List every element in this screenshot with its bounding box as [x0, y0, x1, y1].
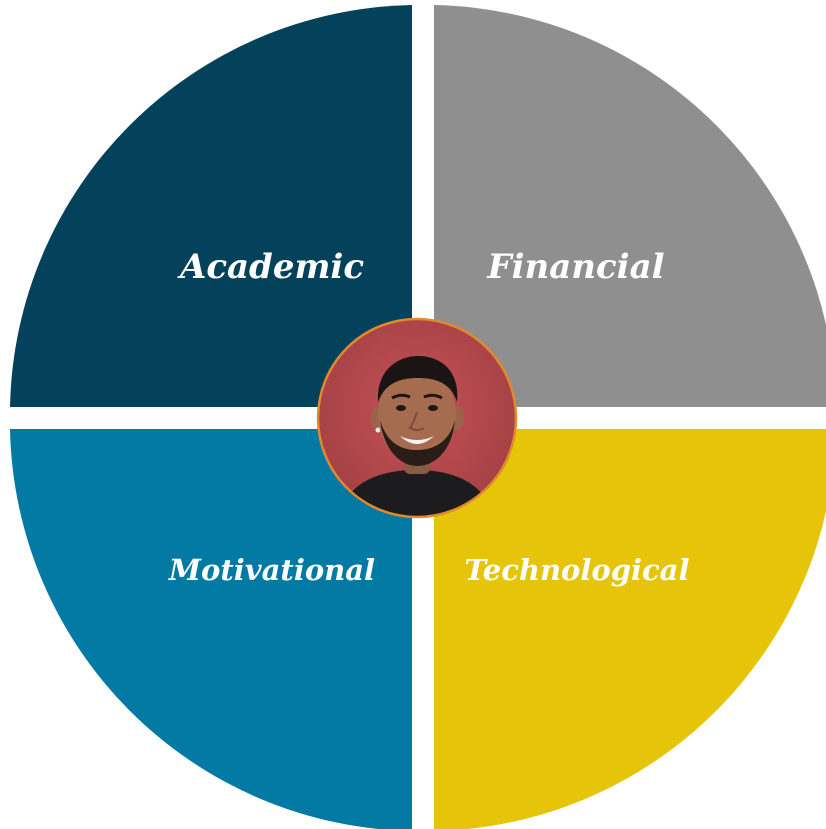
label-motivational: Motivational [168, 553, 375, 587]
person-avatar-icon [340, 356, 492, 517]
label-academic: Academic [177, 247, 364, 287]
quadrant-technological [434, 429, 826, 829]
portrait-border [316, 317, 518, 519]
center-portrait [316, 317, 518, 519]
label-financial: Financial [486, 247, 664, 287]
quadrant-financial [434, 5, 826, 407]
quadrant-motivational [10, 429, 412, 829]
quadrant-academic [10, 5, 412, 407]
label-technological: Technological [465, 553, 690, 587]
